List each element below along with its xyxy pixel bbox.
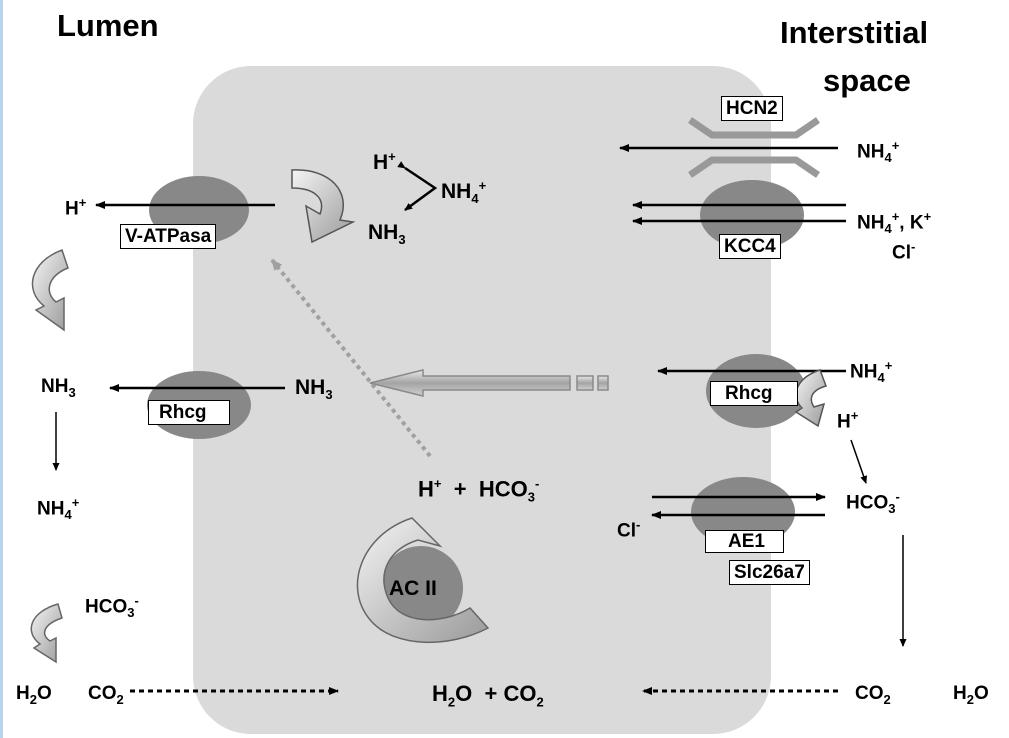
interstitial-hco3-minus: HCO3- xyxy=(846,489,900,517)
lumen-h-plus: H+ xyxy=(65,195,87,220)
ac2-swirl-arrow xyxy=(356,517,490,643)
interstitial-h2o: H2O xyxy=(953,683,989,707)
v-atpase-curved-arrow xyxy=(291,169,356,244)
ac2-label: AC II xyxy=(389,577,437,600)
slc26a7-label: Slc26a7 xyxy=(729,560,810,585)
cell-nh4-plus: NH4+ xyxy=(441,178,487,207)
interstitial-h-plus: H+ xyxy=(837,408,859,433)
interstitial-co2: CO2 xyxy=(855,683,891,707)
h-to-hco3-arrow xyxy=(850,439,867,484)
cell-h2o-co2: H2O + CO2 xyxy=(432,681,544,710)
ae1-oval xyxy=(691,477,795,547)
cell-h-plus: H+ xyxy=(373,149,396,174)
left-edge-stripe xyxy=(0,0,3,738)
rhcg-basal-curved-arrow xyxy=(794,369,827,428)
lumen-curved-arrow-2 xyxy=(30,603,63,664)
h-to-v-atpase-dotted-arrow xyxy=(270,258,432,458)
kcc4-label: KCC4 xyxy=(719,234,781,259)
lumen-header: Lumen xyxy=(57,8,159,43)
interstitial-cl-ae1: Cl- xyxy=(617,517,641,542)
interstitial-nh4-rhcg: NH4+ xyxy=(850,358,893,386)
hcn2-channel-shape xyxy=(688,117,820,178)
kcc4-oval xyxy=(700,180,804,250)
rhcg-apical-label: Rhcg xyxy=(148,400,230,425)
interstitial-cl-kcc4: Cl- xyxy=(892,239,916,264)
cell-h-plus-hco3: H+ + HCO3- xyxy=(418,476,540,505)
lumen-hco3-minus: HCO3- xyxy=(85,593,139,621)
ae1-label: AE1 xyxy=(705,530,784,553)
interstitial-nh4-k: NH4+, K+ xyxy=(857,209,932,237)
lumen-curved-arrow-1 xyxy=(31,249,69,332)
ac2-oval xyxy=(379,546,463,630)
cell-nh3: NH3 xyxy=(368,221,406,248)
hcn2-label: HCN2 xyxy=(721,96,783,121)
rhcg-basal-label: Rhcg xyxy=(710,381,798,406)
interstitial-nh4-hcn2: NH4+ xyxy=(857,138,900,166)
lumen-co2: CO2 xyxy=(88,683,124,707)
nh3-big-arrow xyxy=(369,369,609,397)
lumen-nh3: NH3 xyxy=(41,376,76,400)
interstitial-header: Interstitial xyxy=(780,15,929,50)
lumen-h2o: H2O xyxy=(16,683,52,707)
v-atpase-label: V-ATPasa xyxy=(120,224,217,249)
nh4-dissociation-chevron xyxy=(397,161,438,212)
lumen-nh4-plus: NH4+ xyxy=(37,495,80,523)
space-header: space xyxy=(823,63,911,98)
cell-nh3-rhcg: NH3 xyxy=(295,376,333,403)
